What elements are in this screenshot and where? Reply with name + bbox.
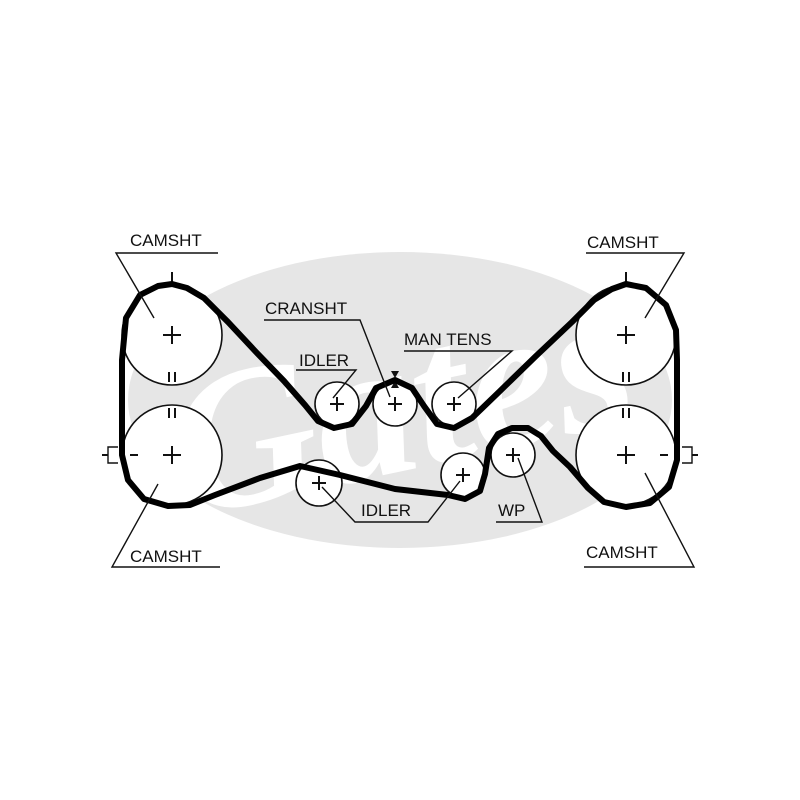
label-camsht-bottom-right: CAMSHT (586, 543, 658, 562)
label-camsht-top-left: CAMSHT (130, 231, 202, 250)
leader-camsht-top-left (114, 252, 218, 319)
label-idler-upper: IDLER (299, 351, 349, 370)
label-camsht-bottom-left: CAMSHT (130, 547, 202, 566)
leader-idler-lower (321, 480, 461, 523)
leader-idler-upper (296, 369, 358, 399)
timing-mark-arrow-icon (391, 371, 399, 378)
label-cransht: CRANSHT (265, 299, 347, 318)
leader-camsht-bottom-left (110, 483, 220, 568)
left-timing-bracket (102, 446, 118, 464)
timing-belt (119, 281, 680, 510)
pulley-camsht-top-left (121, 272, 223, 386)
pulley-water-pump (490, 432, 536, 478)
right-timing-bracket (682, 446, 698, 464)
leader-camsht-bottom-right (584, 472, 696, 568)
label-wp: WP (498, 501, 525, 520)
label-camsht-top-right: CAMSHT (587, 233, 659, 252)
leader-wp (496, 457, 544, 523)
label-idler-lower: IDLER (361, 501, 411, 520)
leader-man-tens (404, 350, 514, 399)
leader-cransht (264, 319, 391, 398)
leader-camsht-top-right (586, 252, 686, 319)
label-man-tens: MAN TENS (404, 330, 492, 349)
timing-mark-notch-icon (391, 381, 399, 388)
pulley-man-tens (431, 381, 477, 427)
